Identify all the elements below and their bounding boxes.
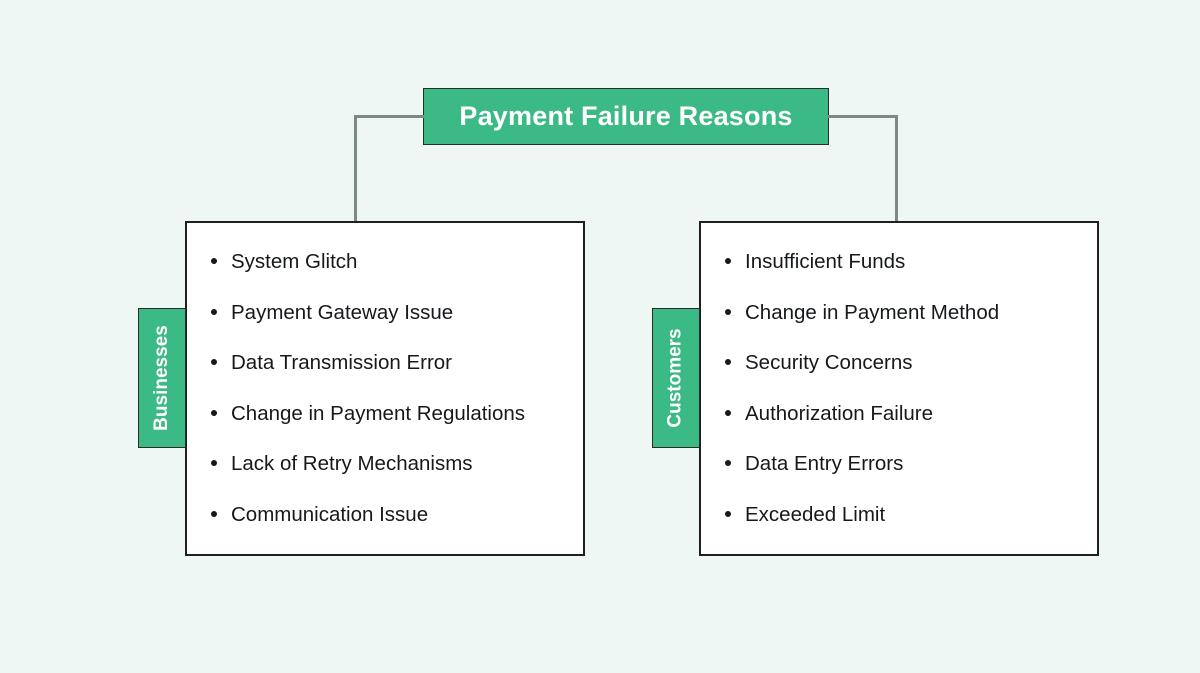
bullet-icon bbox=[211, 258, 217, 264]
bullet-icon bbox=[725, 409, 731, 416]
category-tab-label: Businesses bbox=[151, 325, 172, 431]
list-item: Security Concerns bbox=[701, 351, 1097, 375]
list-item-label: Change in Payment Method bbox=[745, 300, 1000, 324]
branch-panel-businesses: System Glitch Payment Gateway Issue Data… bbox=[185, 221, 585, 556]
bullet-icon bbox=[725, 258, 731, 264]
list-item: Data Entry Errors bbox=[701, 452, 1097, 476]
list-item: Data Transmission Error bbox=[187, 351, 583, 375]
list-item-label: Data Transmission Error bbox=[231, 351, 453, 375]
list-item: Authorization Failure bbox=[701, 402, 1097, 426]
connector-left-horizontal bbox=[354, 115, 424, 118]
list-item-label: Security Concerns bbox=[745, 351, 913, 375]
connector-right-horizontal bbox=[828, 115, 898, 118]
category-tab-customers: Customers bbox=[652, 308, 700, 448]
connector-left-vertical bbox=[354, 115, 357, 222]
list-item: Change in Payment Method bbox=[701, 301, 1097, 325]
root-node-title: Payment Failure Reasons bbox=[459, 101, 793, 131]
bullet-icon bbox=[725, 510, 731, 517]
bullet-icon bbox=[725, 460, 731, 467]
list-item: Payment Gateway Issue bbox=[187, 301, 583, 325]
branch-panel-customers: Insufficient Funds Change in Payment Met… bbox=[699, 221, 1099, 556]
list-item-label: Insufficient Funds bbox=[745, 250, 906, 273]
branch-list-customers: Insufficient Funds Change in Payment Met… bbox=[701, 223, 1097, 526]
branch-list-businesses: System Glitch Payment Gateway Issue Data… bbox=[187, 223, 583, 526]
category-tab-businesses: Businesses bbox=[138, 308, 186, 448]
list-item-label: Lack of Retry Mechanisms bbox=[231, 452, 473, 476]
connector-right-vertical bbox=[895, 115, 898, 222]
list-item: Change in Payment Regulations bbox=[187, 402, 583, 426]
list-item-label: Payment Gateway Issue bbox=[231, 300, 454, 324]
list-item-label: Change in Payment Regulations bbox=[231, 401, 526, 425]
category-tab-label: Customers bbox=[665, 328, 686, 428]
list-item-label: System Glitch bbox=[231, 250, 358, 273]
bullet-icon bbox=[211, 308, 217, 315]
list-item-label: Exceeded Limit bbox=[745, 502, 886, 526]
bullet-icon bbox=[211, 359, 217, 366]
bullet-icon bbox=[211, 409, 217, 416]
root-node: Payment Failure Reasons bbox=[423, 88, 829, 145]
bullet-icon bbox=[211, 510, 217, 517]
list-item-label: Authorization Failure bbox=[745, 401, 934, 425]
list-item: Insufficient Funds bbox=[701, 250, 1097, 274]
bullet-icon bbox=[725, 308, 731, 315]
bullet-icon bbox=[725, 359, 731, 366]
list-item-label: Data Entry Errors bbox=[745, 452, 904, 476]
list-item-label: Communication Issue bbox=[231, 502, 429, 526]
list-item: Lack of Retry Mechanisms bbox=[187, 452, 583, 476]
list-item: Exceeded Limit bbox=[701, 503, 1097, 527]
list-item: System Glitch bbox=[187, 250, 583, 274]
list-item: Communication Issue bbox=[187, 503, 583, 527]
bullet-icon bbox=[211, 460, 217, 467]
